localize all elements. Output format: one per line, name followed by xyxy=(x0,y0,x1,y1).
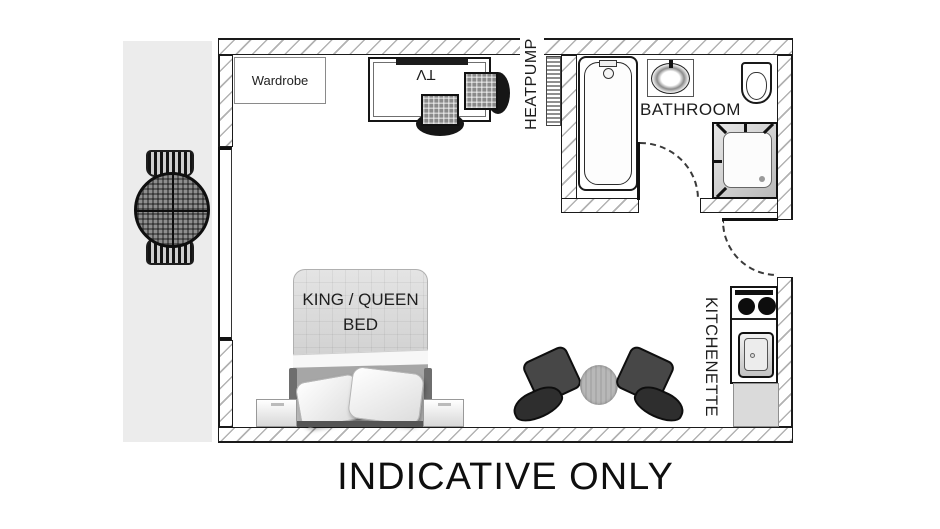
fridge xyxy=(733,383,779,427)
kitchen-sink xyxy=(738,332,774,378)
kitchenette-label: KITCHENETTE xyxy=(702,296,720,418)
bistro-table-cross-v xyxy=(172,174,174,246)
shower-tick-top xyxy=(744,123,747,132)
kitchen-sink-bowl xyxy=(744,338,768,371)
wall-left-lower xyxy=(218,340,233,427)
bed-label-line2: BED xyxy=(343,314,378,334)
bed-side-rail-left xyxy=(289,368,297,426)
wall-bathroom-bottom-left xyxy=(561,198,639,213)
coffee-table-icon xyxy=(580,365,618,405)
bathtub-tap-knob-icon xyxy=(603,68,614,79)
nightstand-handle xyxy=(438,403,451,406)
wall-bathroom-left xyxy=(561,55,577,213)
shower-corner-tl xyxy=(715,122,728,135)
bed-side-rail-right xyxy=(424,368,432,426)
bed: KING / QUEEN BED xyxy=(289,268,432,430)
bathroom-door-swing-arc xyxy=(640,142,699,199)
pillow-icon xyxy=(347,365,425,427)
shower-tick-left xyxy=(713,160,722,163)
wall-left-upper xyxy=(218,55,233,147)
bistro-chair-top-icon xyxy=(146,150,194,177)
wall-top xyxy=(218,38,793,55)
hob-burner-icon xyxy=(758,297,776,315)
wall-right-upper xyxy=(777,55,793,220)
nightstand-left xyxy=(256,399,297,427)
bed-label: KING / QUEEN BED xyxy=(294,288,427,337)
counter-edge xyxy=(735,290,773,295)
wardrobe-label: Wardrobe xyxy=(251,73,309,88)
wall-right-lower xyxy=(777,277,793,427)
sink-basin-icon xyxy=(651,63,690,94)
bathtub-tap-icon xyxy=(599,60,617,67)
wall-bathroom-bottom-right xyxy=(700,198,778,213)
vanity xyxy=(647,59,694,97)
window xyxy=(218,147,232,340)
hob-divider xyxy=(732,318,776,320)
bathtub-inner xyxy=(584,62,632,185)
kitchen-sink-drain-icon xyxy=(750,353,755,358)
wardrobe: Wardrobe xyxy=(234,57,326,104)
toilet-seat xyxy=(746,72,767,100)
shower-tray xyxy=(723,132,772,188)
bathtub xyxy=(578,56,638,191)
sink-tap-icon xyxy=(669,60,673,68)
caption: INDICATIVE ONLY xyxy=(337,456,674,498)
shower-drain-icon xyxy=(759,176,765,182)
shower-corner-bl xyxy=(715,186,728,199)
bistro-table-icon xyxy=(134,172,210,248)
toilet xyxy=(741,62,772,104)
wall-bottom xyxy=(218,427,793,443)
kitchenette-counter xyxy=(730,286,778,384)
hob-burner-icon xyxy=(738,298,755,315)
bed-label-line1: KING / QUEEN xyxy=(302,290,419,309)
bathroom-door-leaf xyxy=(637,142,640,200)
desk-chair-right-icon xyxy=(464,72,498,110)
entry-door-swing-arc xyxy=(722,221,777,276)
bathroom-label: BATHROOM xyxy=(640,100,741,119)
nightstand-right xyxy=(423,399,464,427)
heatpump-unit-icon xyxy=(546,56,561,126)
nightstand-handle xyxy=(271,403,284,406)
heatpump-label: HEATPUMP xyxy=(520,36,544,132)
entry-door-leaf xyxy=(722,218,778,221)
desk-chair-bottom-icon xyxy=(421,94,459,126)
shower xyxy=(712,122,778,199)
tv-icon xyxy=(396,59,468,65)
bed-headboard xyxy=(293,421,428,427)
tv-label: TV xyxy=(416,66,436,83)
